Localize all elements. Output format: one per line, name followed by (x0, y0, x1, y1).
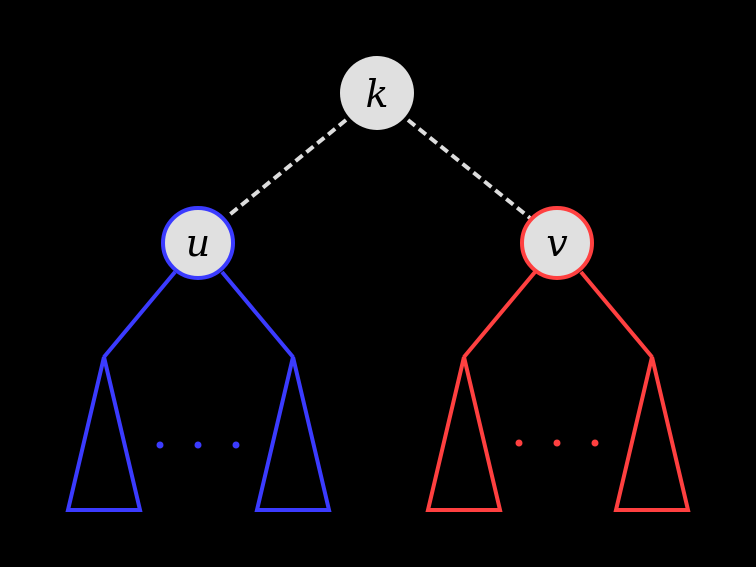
right-child-node: v (520, 206, 594, 280)
edge-root-to-v (406, 118, 532, 220)
left-branch-left (102, 270, 177, 359)
left-ellipsis (156, 441, 240, 449)
left-subtree (65, 270, 332, 512)
right-branch-right (579, 270, 654, 359)
root-node: k (340, 56, 414, 130)
right-subtree-triangle-1 (425, 356, 503, 512)
root-node-label: k (365, 72, 388, 116)
left-child-node-label: u (186, 221, 210, 265)
right-child-node-label: v (546, 221, 568, 265)
left-subtree-triangle-1 (65, 356, 143, 512)
left-branch-right (220, 270, 295, 359)
edge-root-to-u (226, 118, 348, 218)
right-subtree (425, 270, 691, 512)
left-child-node: u (161, 206, 235, 280)
left-subtree-triangle-2 (254, 356, 332, 512)
right-ellipsis (515, 439, 599, 447)
right-subtree-triangle-2 (613, 356, 691, 512)
right-branch-left (462, 270, 537, 359)
